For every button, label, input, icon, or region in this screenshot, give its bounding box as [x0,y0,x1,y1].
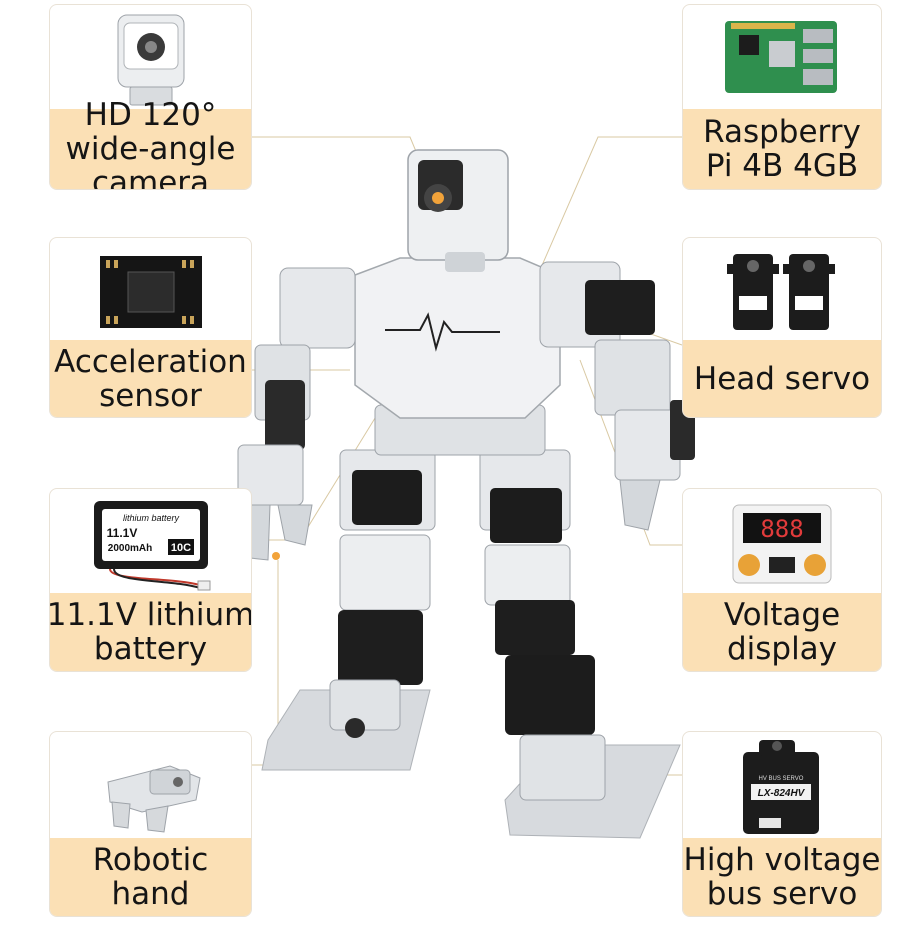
card-label-line: Acceleration [54,343,247,380]
robot-head [407,149,509,272]
card-label-line: hand [111,876,190,912]
led-display-icon: 888 [732,504,832,584]
left-leg [329,449,436,738]
card-label-line: Robotic [92,842,209,878]
head-servo-card: Head servo [682,237,882,418]
right-leg [479,449,606,801]
left-arm [237,267,356,561]
battery-capacity-text: 2000mAh [108,543,152,554]
robotic-hand-card: Robotic hand [49,731,252,917]
servo-model-text: LX-824HV [758,788,806,799]
robotic-hand-icon [107,765,201,833]
servo-header-text: HV BUS SERVO [759,776,804,782]
card-label-line: HD 120° [84,97,217,133]
card-label-line: Voltage [723,597,841,633]
card-label-line: High voltage [683,842,881,878]
card-label-line: Head servo [693,360,871,397]
camera-card: HD 120° wide-angle camera [49,4,252,190]
card-label-line: wide-angle [65,131,236,167]
battery-pack-icon: lithium battery 11.1V 2000mAh 10C [94,501,211,591]
bus-servo-card: HV BUS SERVO LX-824HV High voltage bus s… [682,731,882,917]
card-label-line: 11.1V lithium [49,597,252,633]
voltage-digits: 888 [760,515,803,543]
circuit-board-icon [725,21,837,93]
battery-rate-text: 10C [171,542,191,554]
servo-motor-icon [727,254,835,330]
card-label-line: Pi 4B 4GB [705,148,859,184]
bus-servo-icon: HV BUS SERVO LX-824HV [743,740,819,834]
card-label-line: bus servo [706,876,858,912]
battery-voltage-text: 11.1V [107,526,138,540]
camera-module-icon [117,14,185,106]
card-label-line: display [726,631,838,667]
card-label-line: battery [93,631,208,667]
acceleration-sensor-card: Acceleration sensor [49,237,252,418]
card-label-line: sensor [99,377,202,414]
heartbeat-line [385,312,500,352]
torso [354,257,561,419]
voltage-display-card: 888 Voltage display [682,488,882,672]
right-arm [539,261,695,531]
card-label-line: Raspberry [703,114,861,150]
sensor-chip-icon [100,256,202,328]
raspberry-pi-card: Raspberry Pi 4B 4GB [682,4,882,190]
card-label-line: camera [91,165,210,190]
lithium-battery-card: lithium battery 11.1V 2000mAh 10C 11.1V … [49,488,252,672]
battery-brand-text: lithium battery [123,513,180,523]
